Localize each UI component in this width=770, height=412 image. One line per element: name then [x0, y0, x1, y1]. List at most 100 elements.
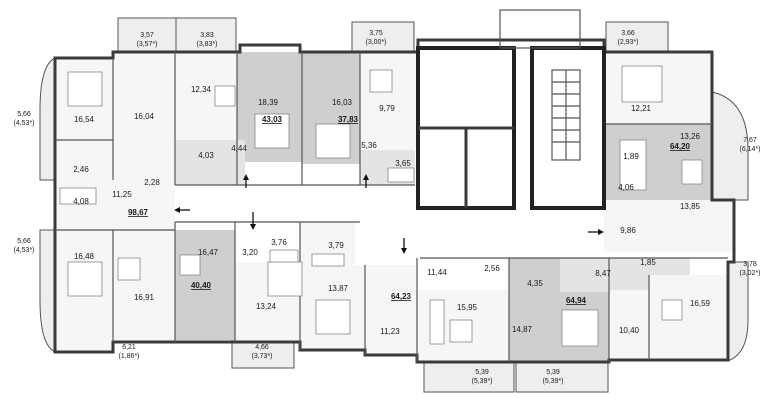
balcony-area: 5,39: [475, 369, 489, 376]
room-37-kitchen: [360, 52, 418, 152]
room-nw-living: [113, 52, 175, 167]
balcony-east-bottom: [727, 261, 749, 361]
bed: [67, 261, 103, 297]
room-area: 16,59: [690, 299, 711, 308]
room-64-23-hall: [365, 265, 417, 355]
room-nw-hall: [100, 160, 175, 230]
balcony-north-3: [351, 21, 415, 53]
balcony-area-reduced: (3,83*): [196, 41, 217, 48]
room-area: 9,86: [620, 226, 636, 235]
balcony-south-3: [515, 361, 609, 393]
apartment-area: 37,83: [338, 115, 359, 124]
balcony-area-reduced: (3,02*): [739, 270, 760, 277]
dining-table: [179, 254, 201, 276]
balcony-area-reduced: (3,73*): [251, 353, 272, 360]
balcony-area-reduced: (3,57*): [136, 41, 157, 48]
balcony-area-reduced: (1,86*): [118, 353, 139, 360]
building-core: [416, 9, 606, 210]
room-area: 9,79: [379, 104, 395, 113]
apartment-totals: 98,67 43,03 37,83 64,20 40,40 64,23 64,9…: [128, 115, 691, 305]
room-area: 16,47: [198, 248, 219, 257]
room-area: 3,65: [395, 159, 411, 168]
balcony-area: 6,21: [122, 344, 136, 351]
room-area: 13,85: [680, 202, 701, 211]
balcony-area-reduced: (4,53*): [13, 120, 34, 127]
balcony-north-1: [117, 17, 177, 53]
balcony-area-reduced: (6,14*): [739, 146, 760, 153]
apartment-area: 98,67: [128, 208, 149, 217]
room-area: 16,03: [332, 98, 353, 107]
room-area: 4,44: [231, 144, 247, 153]
apartment-area: 64,94: [566, 296, 587, 305]
arrow-head: [250, 224, 256, 230]
room-area: 10,40: [619, 326, 640, 335]
room-area: 13,87: [328, 284, 349, 293]
balcony-area: 5,66: [17, 238, 31, 245]
room-area: 3,79: [328, 241, 344, 250]
apartment-area: 40,40: [191, 281, 212, 290]
room-area: 16,54: [74, 115, 95, 124]
balcony-area-reduced: (5,39*): [471, 378, 492, 385]
balcony-area-reduced: (5,39*): [542, 378, 563, 385]
sofa: [619, 139, 647, 191]
balcony-area: 7,67: [743, 137, 757, 144]
walls: [53, 38, 736, 364]
balcony-west-top: [39, 57, 56, 181]
balcony-area: 3,57: [140, 32, 154, 39]
room-sw-living: [113, 230, 175, 342]
room-43-bath: [175, 140, 245, 185]
bed: [315, 299, 351, 335]
stairwell: [530, 46, 606, 210]
room-area: 1,89: [623, 152, 639, 161]
balcony-area: 4,66: [255, 344, 269, 351]
balcony-east: [711, 91, 749, 201]
room-area: 11,23: [380, 327, 400, 336]
bathtub: [269, 249, 299, 263]
balcony-area-reduced: (3,00*): [365, 39, 386, 46]
balcony-north-4: [605, 21, 669, 53]
room-area: 4,35: [527, 279, 543, 288]
bathtub: [311, 253, 345, 267]
room-se-kitchen: [609, 290, 649, 360]
room-ne-hall: [604, 200, 734, 252]
dining-table: [369, 69, 393, 93]
sofa: [429, 299, 445, 345]
bed: [621, 65, 663, 103]
room-area: 2,56: [484, 264, 500, 273]
balcony-area-reduced: (4,53*): [13, 247, 34, 254]
bed: [67, 71, 103, 107]
room-area: 5,36: [361, 141, 377, 150]
balcony-south-2: [423, 361, 515, 393]
room-area: 4,06: [618, 183, 634, 192]
arrow-head: [401, 248, 407, 254]
core-top: [499, 9, 581, 49]
balcony-west-bottom: [39, 229, 56, 353]
room-area: 13,24: [256, 302, 277, 311]
room-area: 11,25: [112, 190, 132, 199]
balcony-area: 3,78: [743, 261, 757, 268]
entrance-arrows: [174, 174, 604, 254]
bathtub: [387, 167, 415, 183]
bathtub: [59, 187, 97, 205]
balcony-area: 5,39: [546, 369, 560, 376]
corridor: [175, 185, 600, 258]
furniture: [59, 65, 703, 347]
room-area: 14,87: [512, 325, 533, 334]
balcony-areas: 3,57 (3,57*) 3,83 (3,83*) 3,75 (3,00*) 3…: [13, 30, 760, 385]
room-area: 16,91: [134, 293, 155, 302]
bed: [254, 113, 290, 149]
apartment-area: 64,23: [391, 292, 412, 301]
room-area: 3,76: [271, 238, 287, 247]
room-area: 2,46: [73, 165, 89, 174]
room-area: 13,26: [680, 132, 701, 141]
room-area: 2,28: [144, 178, 160, 187]
balcony-area-reduced: (2,93*): [617, 39, 638, 46]
room-se-bedroom: [649, 275, 729, 360]
dining-table: [214, 85, 236, 107]
room-area: 16,04: [134, 112, 155, 121]
dining-table: [681, 159, 703, 185]
balcony-area: 3,75: [369, 30, 383, 37]
room-area: 1,85: [640, 258, 656, 267]
room-area: 18,39: [258, 98, 279, 107]
